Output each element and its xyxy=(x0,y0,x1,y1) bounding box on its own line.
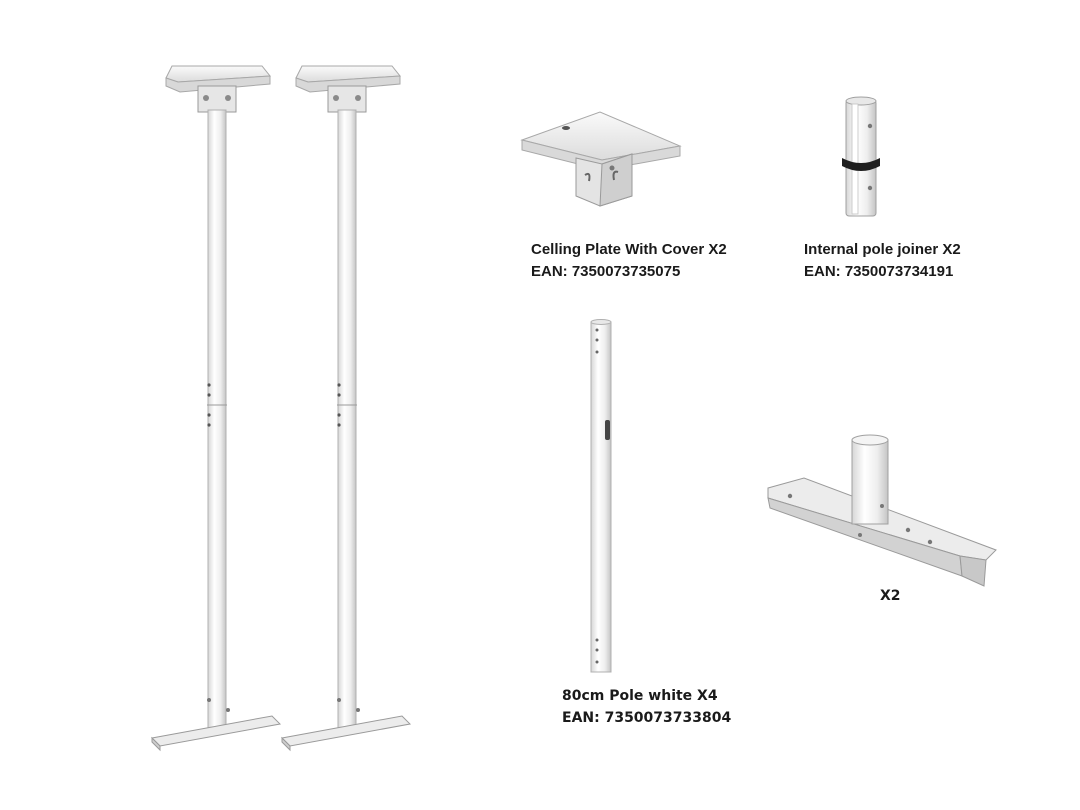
pole-label: 80cm Pole white X4 EAN: 7350073733804 xyxy=(562,685,731,729)
pole-title: 80cm Pole white X4 xyxy=(562,688,718,704)
pole-joiner-ean: EAN: 7350073734191 xyxy=(804,263,954,280)
pole-joiner-icon xyxy=(842,96,880,217)
base-bracket-label: X2 xyxy=(880,585,901,607)
ceiling-plate-label: Celling Plate With Cover X2 EAN: 7350073… xyxy=(531,239,727,283)
pole-ean: EAN: 7350073733804 xyxy=(562,710,732,726)
pole-joiner-title: Internal pole joiner X2 xyxy=(804,241,961,258)
ceiling-plate-icon xyxy=(520,111,682,207)
base-bracket-title: X2 xyxy=(880,588,901,604)
assembled-mount-left xyxy=(150,65,282,752)
ceiling-plate-ean: EAN: 7350073735075 xyxy=(531,263,681,280)
assembled-mount-right xyxy=(280,65,412,752)
pole-joiner-label: Internal pole joiner X2 EAN: 73500737341… xyxy=(804,239,961,283)
ceiling-plate-title: Celling Plate With Cover X2 xyxy=(531,241,727,258)
pole-icon xyxy=(590,319,612,673)
base-bracket-icon xyxy=(767,434,997,587)
